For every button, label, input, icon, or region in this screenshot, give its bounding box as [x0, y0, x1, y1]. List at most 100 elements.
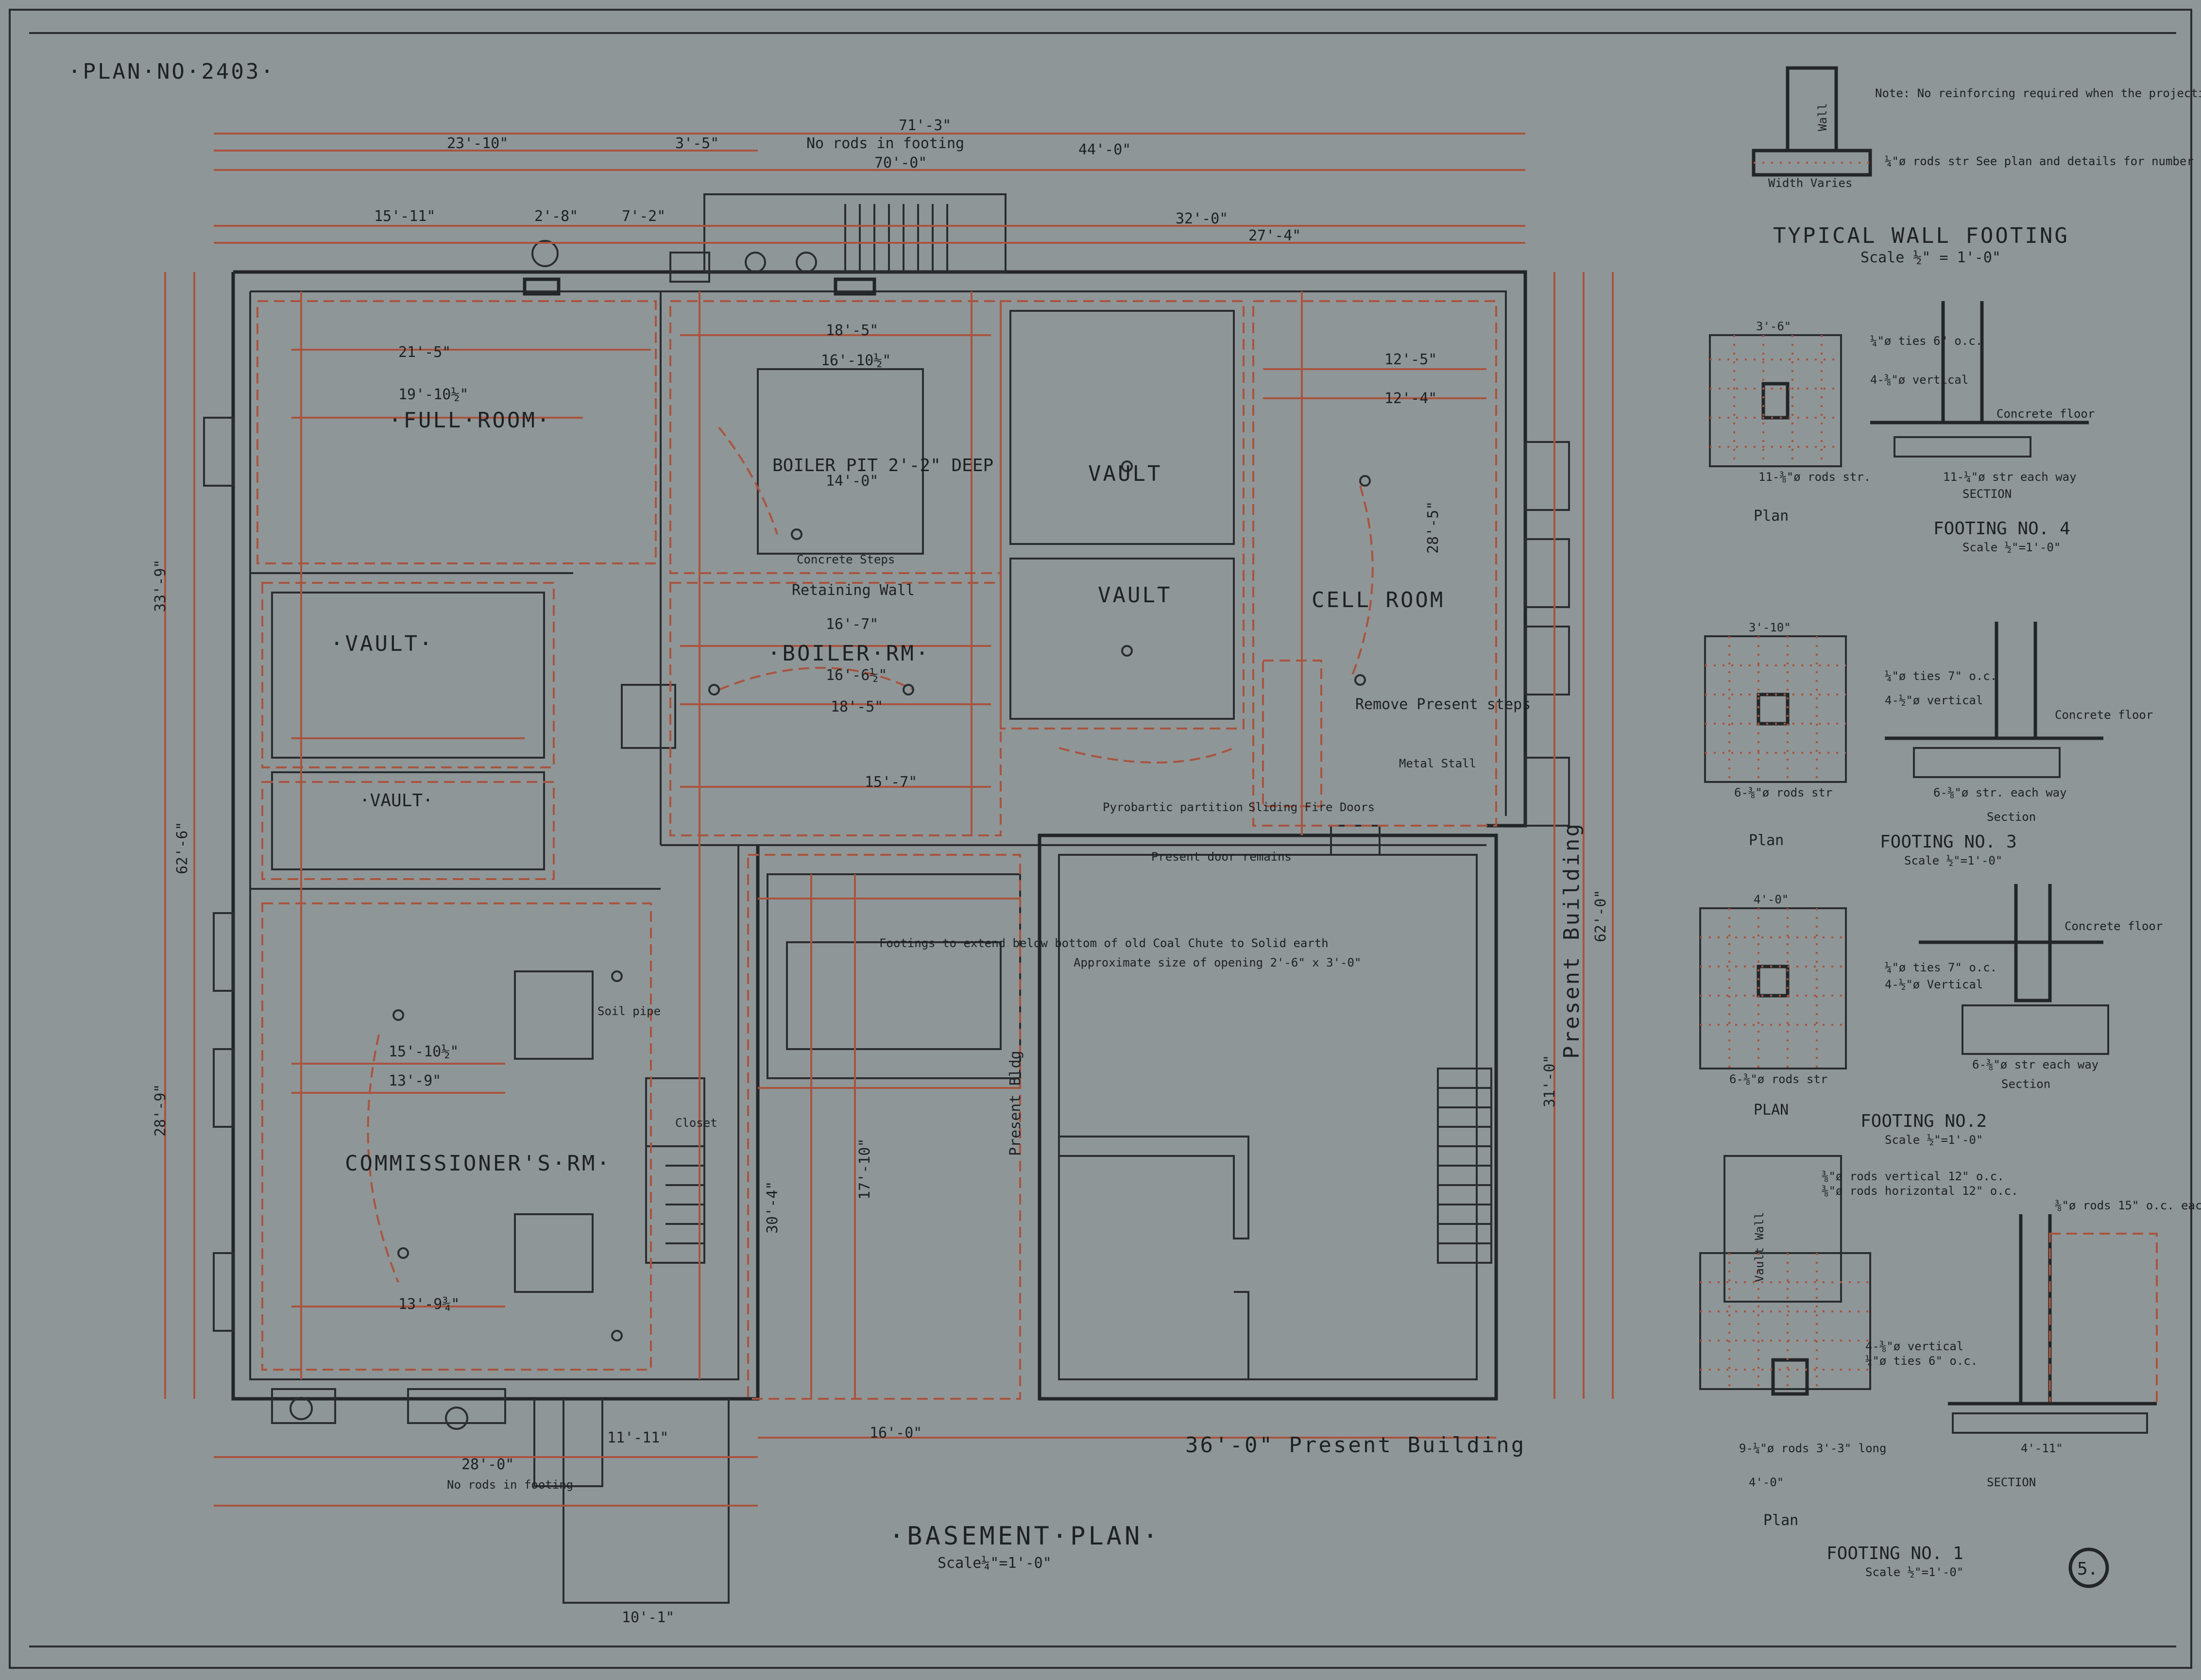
- typical-wall-footing-scale: Scale ½" = 1'-0": [1860, 249, 2001, 266]
- footing4-vertical: 4-⅜"ø vertical: [1870, 373, 1968, 387]
- inner-wall-west: [249, 291, 739, 1380]
- footing-no3-box: [514, 1213, 594, 1293]
- footing3-plan-outline: [1704, 635, 1847, 783]
- footing2-vertical: 4-½"ø Vertical: [1885, 978, 1983, 991]
- window-w2: [213, 1048, 234, 1128]
- note-approx-opening: Approximate size of opening 2'-6" x 3'-0…: [1074, 956, 1361, 969]
- inner-wall-north: [250, 290, 1507, 816]
- dim-21-5: 21'-5": [398, 344, 451, 361]
- dim-3-5: 3'-5": [675, 135, 719, 152]
- column-marker-p: [796, 252, 817, 273]
- window-w1: [213, 912, 234, 992]
- present-building-stair: [1437, 1068, 1492, 1264]
- room-vault-lower: VAULT: [1098, 583, 1172, 608]
- dim-12-5: 12'-5": [1384, 351, 1437, 368]
- footing-no3-detail: 3'-10" 6-⅜"ø rods str Plan ¼"ø ties 7" o…: [1704, 621, 2153, 867]
- footing-no2-detail: 4'-0" 6-⅜"ø rods str PLAN ¼"ø ties 7" o.…: [1699, 884, 2163, 1147]
- footing4-dim: 3'-6": [1756, 320, 1791, 333]
- footing-no4-box: [621, 684, 676, 749]
- window-w3: [213, 1252, 234, 1332]
- entrance-stair-area: [703, 193, 1007, 273]
- footing1-rods-each: ⅜"ø rods 15" o.c. each way: [2055, 1199, 2201, 1212]
- present-door-box: [1330, 825, 1381, 856]
- vault-lower-walls: [1009, 558, 1235, 720]
- room-full-room: ·FULL·ROOM·: [389, 408, 551, 433]
- dim-11-11: 11'-11": [607, 1429, 668, 1446]
- basement-plan: ·FULL·ROOM· BOILER PIT 2'-2" DEEP VAULT …: [152, 117, 1614, 1626]
- note-soil-pipe: Soil pipe: [597, 1004, 661, 1018]
- east-window-wells: [1524, 441, 1570, 827]
- width-varies: Width Varies: [1768, 176, 1852, 190]
- footing4-section-label: SECTION: [1962, 487, 2012, 501]
- window-well-n2: [834, 277, 876, 296]
- note-sliding-doors: Sliding Fire Doors: [1248, 800, 1375, 814]
- footing3-vertical: 4-½"ø vertical: [1885, 694, 1983, 707]
- footing1-dim2: 4'-11": [2021, 1442, 2063, 1455]
- present-building-jamb: [1234, 1291, 1249, 1379]
- drawing-title: ·BASEMENT·PLAN·: [889, 1522, 1161, 1551]
- note-pyrobartic: Pyrobartic partition: [1103, 800, 1243, 814]
- dim-44-0: 44'-0": [1078, 141, 1131, 158]
- footing1-rods-v: ⅜"ø rods vertical 12" o.c.: [1822, 1170, 2004, 1183]
- south-entrance: [563, 1399, 730, 1604]
- dim-15-11: 15'-11": [374, 208, 435, 225]
- footing2-title: FOOTING NO.2: [1860, 1111, 1987, 1131]
- room-boiler-room: ·BOILER·RM·: [768, 641, 930, 666]
- footing2-rod-grid: [1700, 908, 1846, 1069]
- dim-30-4: 30'-4": [764, 1181, 781, 1234]
- coal-chute-area: [767, 873, 1021, 1079]
- dim-15-7: 15'-7": [865, 774, 917, 791]
- footing3-plan-label: Plan: [1749, 832, 1784, 849]
- footing1-ties: ¼"ø ties 6" o.c.: [1865, 1354, 1978, 1368]
- footing3-title: FOOTING NO. 3: [1880, 832, 2017, 852]
- footing2-dim: 4'-0": [1754, 893, 1789, 906]
- vault-upper-walls: [1009, 310, 1235, 545]
- footing2-ties: ¼"ø ties 7" o.c.: [1885, 961, 1997, 974]
- footing1-plan-label: Plan: [1763, 1512, 1798, 1529]
- column-marker-r: [745, 252, 766, 273]
- label-present-building-bottom: 36'-0" Present Building: [1185, 1433, 1526, 1458]
- dim-10-1: 10'-1": [622, 1609, 674, 1626]
- dim-12-4: 12'-4": [1384, 390, 1437, 407]
- footing4-rods2: 11-¼"ø str each way: [1943, 470, 2077, 484]
- sheet-number: 5.: [2077, 1559, 2098, 1579]
- wall-label: Wall: [1816, 103, 1829, 131]
- footing1-section-reinf: [2049, 1233, 2158, 1405]
- dim-18-5b: 18'-5": [831, 698, 883, 715]
- drawing-scale: Scale¼"=1'-0": [938, 1555, 1052, 1572]
- note-concrete-steps: Concrete Steps: [797, 553, 895, 566]
- wall-footing-note: Note: No reinforcing required when the p…: [1875, 86, 2201, 100]
- footing-no1-detail: Vault Wall 9-¼"ø rods 3'-3" long 4'-0" P…: [1699, 1155, 2201, 1579]
- note-no-rods-bottom: No rods in footing: [447, 1478, 573, 1492]
- footing2-plan-label: PLAN: [1754, 1102, 1789, 1119]
- dim-16-7: 16'-7": [826, 616, 878, 633]
- footing1-section-label: SECTION: [1987, 1476, 2036, 1489]
- note-remove-steps: Remove Present steps: [1355, 696, 1531, 713]
- vault-left-walls: [271, 592, 545, 759]
- dim-27-4: 27'-4": [1248, 227, 1301, 244]
- footing4-floor-label: Concrete floor: [1996, 407, 2095, 421]
- dim-32-0: 32'-0": [1176, 210, 1228, 227]
- outer-wall-west-south: [231, 272, 760, 1401]
- dim-15-10: 15'-10½": [389, 1043, 459, 1060]
- vault-small-walls: [271, 771, 545, 870]
- dim-16-10: 16'-10½": [821, 352, 891, 369]
- column-marker-2: [445, 1407, 468, 1430]
- footing4-plan-outline: [1709, 334, 1842, 467]
- footing1-title: FOOTING NO. 1: [1826, 1544, 1963, 1563]
- room-vault-small: ·VAULT·: [359, 791, 433, 811]
- dim-17-10: 17'-10": [856, 1138, 873, 1200]
- wall-footing-rods-note: ¼"ø rods str See plan and details for nu…: [1885, 154, 2201, 168]
- note-no-rods-top: No rods in footing: [806, 135, 964, 152]
- footing-no4-detail: 3'-6" 11-⅜"ø rods str. Plan ¼"ø ties 6" …: [1709, 301, 2095, 554]
- footing2-plan-outline: [1699, 907, 1847, 1069]
- room-vault-left: ·VAULT·: [330, 631, 434, 656]
- boiler-pit-walls: [757, 368, 924, 555]
- room-vault-upper: VAULT: [1088, 461, 1162, 486]
- window-well-n1: [523, 277, 561, 296]
- room-cell-room: CELL ROOM: [1312, 588, 1445, 612]
- plan-number: ·PLAN·NO·2403·: [68, 59, 275, 84]
- footing3-rods2: 6-⅜"ø str. each way: [1933, 786, 2067, 799]
